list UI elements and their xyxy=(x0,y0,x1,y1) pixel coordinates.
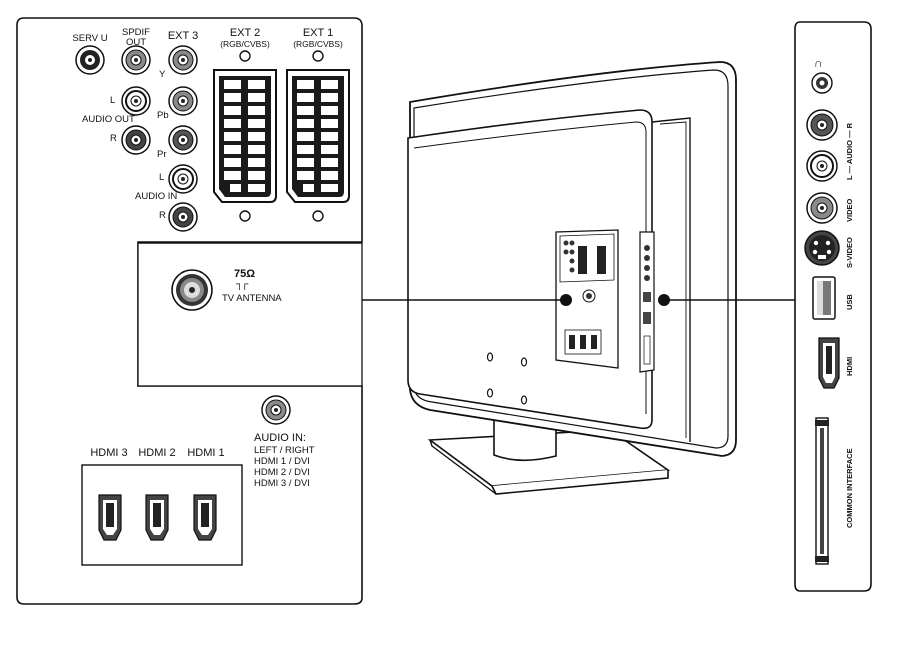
audio-in-lr-line: HDMI 3 / DVI xyxy=(254,478,310,489)
pr-label: Pr xyxy=(157,149,167,160)
audio-in-lr-line: HDMI 2 / DVI xyxy=(254,467,310,478)
hdmi1-port xyxy=(193,494,217,541)
hdmi2-port xyxy=(145,494,169,541)
rca-connector-group xyxy=(75,45,291,425)
audio-in-lr-line: HDMI 1 / DVI xyxy=(254,456,310,467)
side-svideo-jack xyxy=(804,230,840,266)
ext1-sub-label: (RGB/CVBS) xyxy=(293,39,343,49)
side-panel xyxy=(794,21,872,592)
ext3-y-jack xyxy=(168,45,198,75)
audio-in-r-jack xyxy=(168,202,198,232)
audio-in-l-jack xyxy=(168,164,198,194)
hdmi3-port xyxy=(98,494,122,541)
scart-ext2 xyxy=(213,50,277,222)
audio-in-l-label: L xyxy=(159,172,165,183)
side-video-jack xyxy=(806,192,838,224)
tv-rear-connector-plate xyxy=(555,229,619,369)
headphone-jack xyxy=(811,72,833,94)
hdmi-port-group xyxy=(81,464,243,566)
antenna-ohm-label: 75Ω xyxy=(234,268,256,280)
side-audio-l-jack xyxy=(806,150,838,182)
common-interface-slot xyxy=(815,417,829,565)
scart-ext1 xyxy=(286,50,350,222)
side-hdmi-port xyxy=(818,337,840,389)
hdmi2-label: HDMI 2 xyxy=(138,447,176,459)
side-video-label: VIDEO xyxy=(845,198,854,222)
ext2-label: EXT 2 xyxy=(229,27,261,39)
antenna-connector xyxy=(171,269,213,311)
audio-in-lr-line: LEFT / RIGHT xyxy=(254,445,315,456)
audio-in-label: AUDIO IN xyxy=(135,191,178,202)
ext3-pb-jack xyxy=(168,86,198,116)
y-label: Y xyxy=(159,69,166,80)
pb-label: Pb xyxy=(157,110,169,121)
audio-in-lr-jack xyxy=(261,395,291,425)
headphone-icon: ∩ xyxy=(814,56,823,70)
ext2-sub-label: (RGB/CVBS) xyxy=(220,39,270,49)
hdmi1-label: HDMI 1 xyxy=(187,447,225,459)
callout-dot-side xyxy=(658,294,670,306)
audio-in-r-label: R xyxy=(159,210,166,221)
serv-u-jack xyxy=(75,45,105,75)
audio-in-lr-title: AUDIO IN: xyxy=(254,432,306,444)
ext3-label: EXT 3 xyxy=(167,30,199,42)
tv-illustration xyxy=(362,61,796,495)
tv-side-connector-strip xyxy=(639,231,655,373)
antenna-symbol: ┐┌ xyxy=(236,279,248,290)
audio-out-r-label: R xyxy=(110,133,117,144)
side-usb-label: USB xyxy=(845,294,854,310)
ext3-pr-jack xyxy=(168,125,198,155)
ext1-label: EXT 1 xyxy=(302,27,334,39)
antenna-label: TV ANTENNA xyxy=(222,293,282,304)
side-audio-label: L — AUDIO — R xyxy=(845,122,854,180)
side-usb-port xyxy=(812,276,836,320)
spdif-out-label: OUT xyxy=(125,37,147,48)
spdif-label: SPDIF xyxy=(122,27,150,38)
side-hdmi-label: HDMI xyxy=(845,356,854,376)
audio-out-l-jack xyxy=(121,86,151,116)
common-interface-label: COMMON INTERFACE xyxy=(845,448,854,528)
side-audio-r-jack xyxy=(806,109,838,141)
callout-dot-rear xyxy=(560,294,572,306)
side-svideo-label: S-VIDEO xyxy=(845,237,854,268)
serv-u-label: SERV U xyxy=(72,33,108,44)
spdif-out-jack xyxy=(121,45,151,75)
audio-out-label: AUDIO OUT xyxy=(82,114,135,125)
hdmi3-label: HDMI 3 xyxy=(90,447,128,459)
audio-out-l-label: L xyxy=(110,95,116,106)
audio-out-r-jack xyxy=(121,125,151,155)
antenna-bay xyxy=(137,242,363,387)
